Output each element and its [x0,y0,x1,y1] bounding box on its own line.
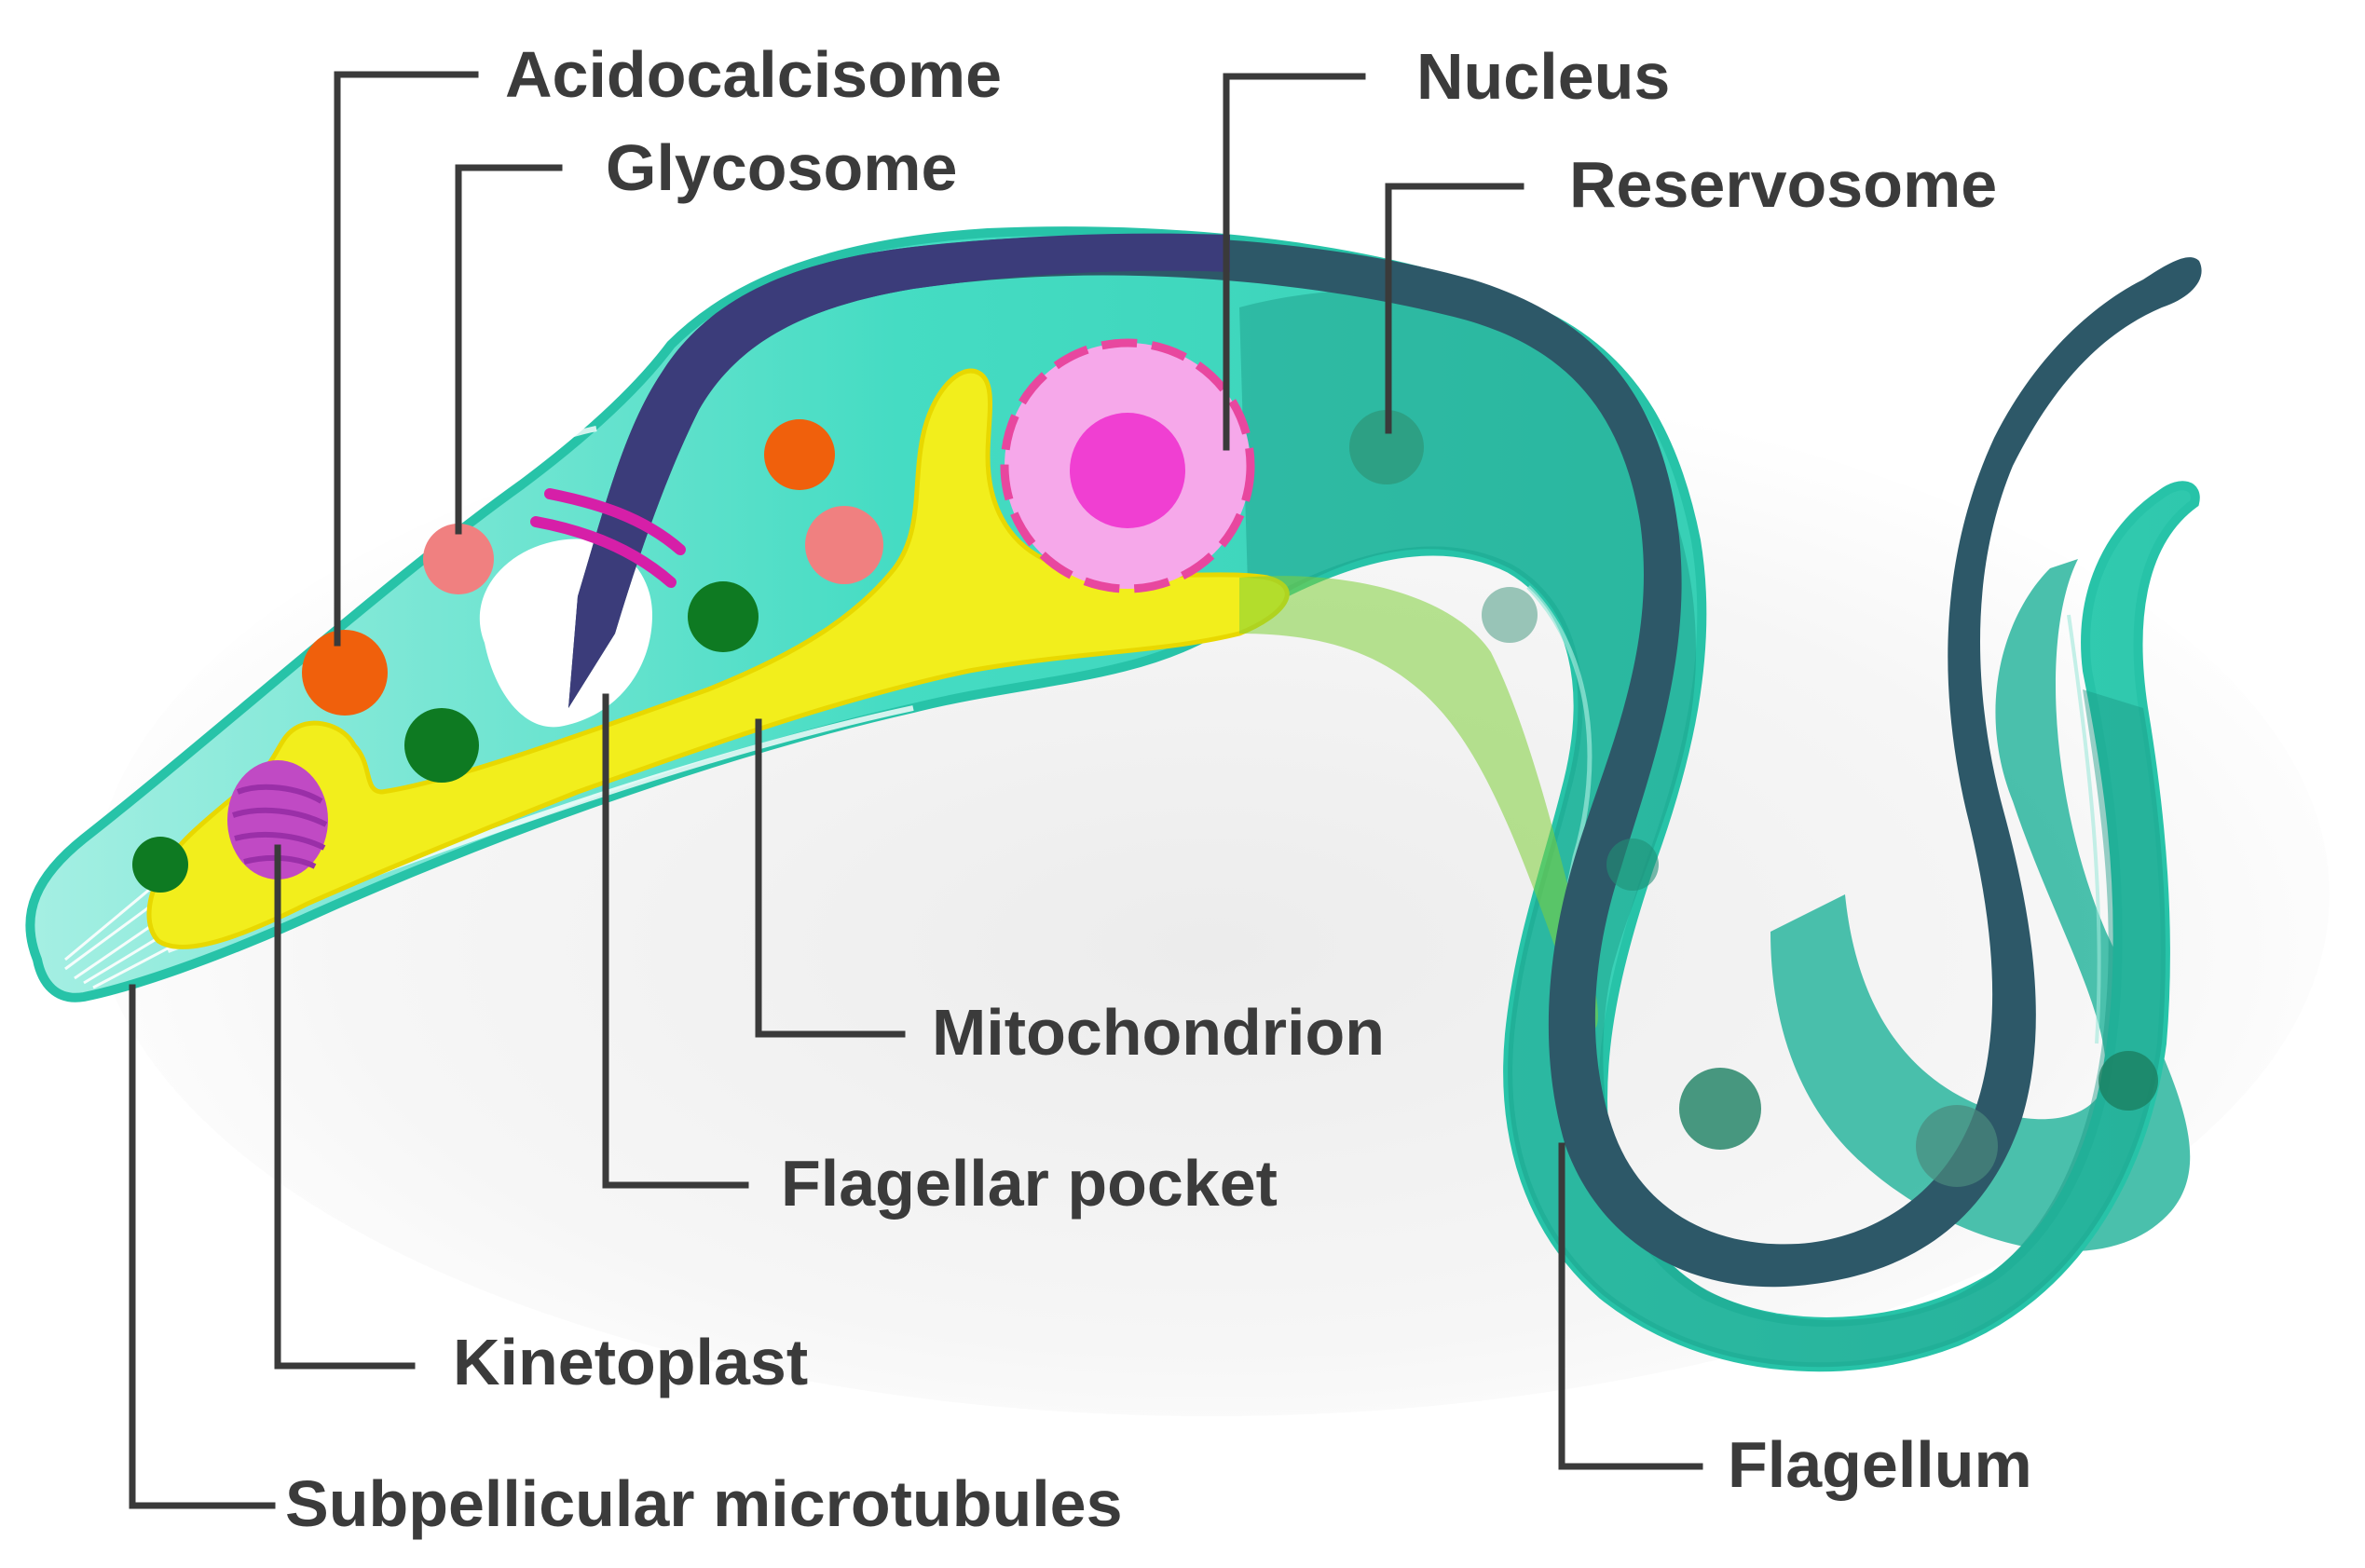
nucleolus [1070,413,1185,528]
reservosome [1482,587,1538,643]
reservosome [1349,410,1424,484]
rear-body-shade [1239,290,2166,1368]
label-mitochondrion: Mitochondrion [932,996,1385,1069]
basal-body [530,488,686,588]
leader-flagellum [1558,1142,1703,1470]
leader-acidocalcisome [334,71,479,647]
kinetoplast [227,760,328,879]
green-organelle [688,581,759,652]
mitochondrion-shape [146,368,1290,949]
glycosome [805,506,883,584]
reservosome [1606,839,1659,891]
label-kinetoplast: Kinetoplast [453,1326,808,1398]
mitochondrion-overlap-shade [1239,576,1598,1030]
leader-lines [129,71,1703,1509]
leader-glycosome [455,164,563,535]
label-flagellum: Flagellum [1728,1428,2032,1501]
membrane-highlight [2067,614,2101,1044]
labels: Acidocalcisome Glycosome Nucleus Reservo… [285,38,2032,1540]
leader-mitochondrion [755,718,906,1038]
acidocalcisome [764,419,835,490]
leader-nucleus [1223,73,1366,451]
flagellum-anterior-dark [568,233,1230,708]
acidocalcisome [302,630,388,716]
label-nucleus: Nucleus [1416,40,1670,113]
label-reservosome: Reservosome [1569,148,1997,221]
flagellum-tail-membrane [1770,559,2191,1252]
label-flagellar-pocket: Flagellar pocket [781,1147,1278,1220]
label-subpellicular-microtubules: Subpellicular microtubules [285,1467,1123,1540]
glycosome [423,524,494,594]
label-glycosome: Glycosome [606,131,957,204]
membrane-highlight [399,426,597,525]
green-organelle [132,837,188,893]
leader-subpellicular-microtubules [129,984,276,1509]
reservosome [1916,1105,1998,1187]
leader-reservosome [1385,183,1524,434]
label-acidocalcisome: Acidocalcisome [505,38,1002,111]
reservosome [1679,1068,1761,1150]
reservosome [2098,1051,2158,1111]
nucleus [1000,338,1255,593]
leader-flagellar-pocket [602,693,749,1189]
green-organelle [404,708,479,783]
leader-kinetoplast [274,844,416,1370]
